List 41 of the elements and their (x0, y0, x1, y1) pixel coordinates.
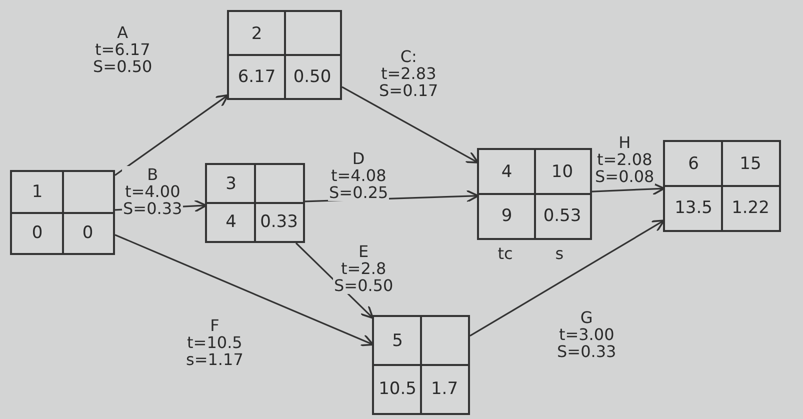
node-value: 13.5 (674, 198, 712, 218)
node-value: 10 (551, 162, 574, 182)
column-caption: tc (498, 244, 513, 263)
node-value: 0.50 (293, 66, 332, 86)
node-value: 0.53 (543, 206, 582, 226)
node-value: 4 (226, 212, 236, 232)
node-value: 1 (32, 182, 43, 202)
edge-label: C: t=2.83 S=0.17 (378, 48, 440, 99)
event-box (10, 170, 115, 255)
edge-label: H t=2.08 S=0.08 (594, 134, 656, 185)
node-value: 0 (32, 222, 43, 243)
event-box (205, 163, 305, 243)
arrow (114, 94, 229, 176)
edge-label: E t=2.8 S=0.50 (333, 243, 394, 294)
arrow (114, 234, 374, 346)
node-value: 9 (501, 206, 512, 226)
node-value: 15 (740, 154, 762, 174)
node-value: 4 (501, 162, 512, 182)
event-box (663, 140, 781, 232)
arrow (470, 220, 665, 337)
column-caption: s (555, 244, 564, 263)
node-value: 0.33 (260, 212, 298, 232)
edge-label: F t=10.5 s=1.17 (185, 317, 244, 368)
event-box (372, 315, 470, 415)
node-value: 1.7 (430, 379, 458, 399)
node-value: 6.17 (238, 66, 276, 86)
node-value: 1.22 (732, 198, 770, 218)
node-value: 0 (82, 222, 94, 243)
edge-label: B t=4.00 S=0.33 (122, 166, 184, 217)
edge-label: A t=6.17 S=0.50 (92, 24, 154, 75)
arrow (592, 182, 666, 196)
edge-label: D t=4.08 S=0.25 (328, 150, 390, 201)
edge-label: G t=3.00 S=0.33 (556, 309, 618, 360)
node-value: 2 (251, 24, 262, 44)
node-value: 5 (392, 331, 403, 351)
event-box (477, 148, 592, 240)
node-value: 10.5 (378, 379, 416, 399)
event-box (227, 10, 342, 100)
node-value: 6 (688, 154, 699, 174)
node-value: 3 (226, 174, 236, 194)
arrow (342, 86, 479, 164)
